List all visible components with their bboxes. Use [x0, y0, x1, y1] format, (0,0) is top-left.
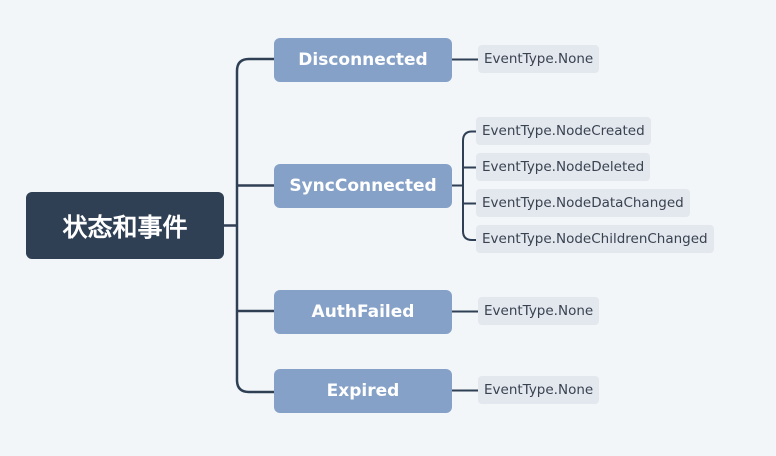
event-node-created: EventType.NodeCreated	[476, 117, 651, 145]
event-node-data-changed: EventType.NodeDataChanged	[476, 189, 690, 217]
syncconnected-connector	[452, 130, 476, 241]
state-authfailed: AuthFailed	[274, 290, 452, 334]
root-trunk-connector	[224, 57, 274, 394]
root-topic: 状态和事件	[26, 192, 224, 259]
event-none-disconnected: EventType.None	[478, 45, 600, 73]
state-syncconnected: SyncConnected	[274, 164, 452, 208]
event-node-deleted: EventType.NodeDeleted	[476, 153, 651, 181]
state-disconnected: Disconnected	[274, 38, 452, 82]
event-none-expired: EventType.None	[478, 376, 600, 404]
state-expired: Expired	[274, 369, 452, 413]
event-none-authfailed: EventType.None	[478, 297, 600, 325]
event-node-children-changed: EventType.NodeChildrenChanged	[476, 225, 714, 253]
